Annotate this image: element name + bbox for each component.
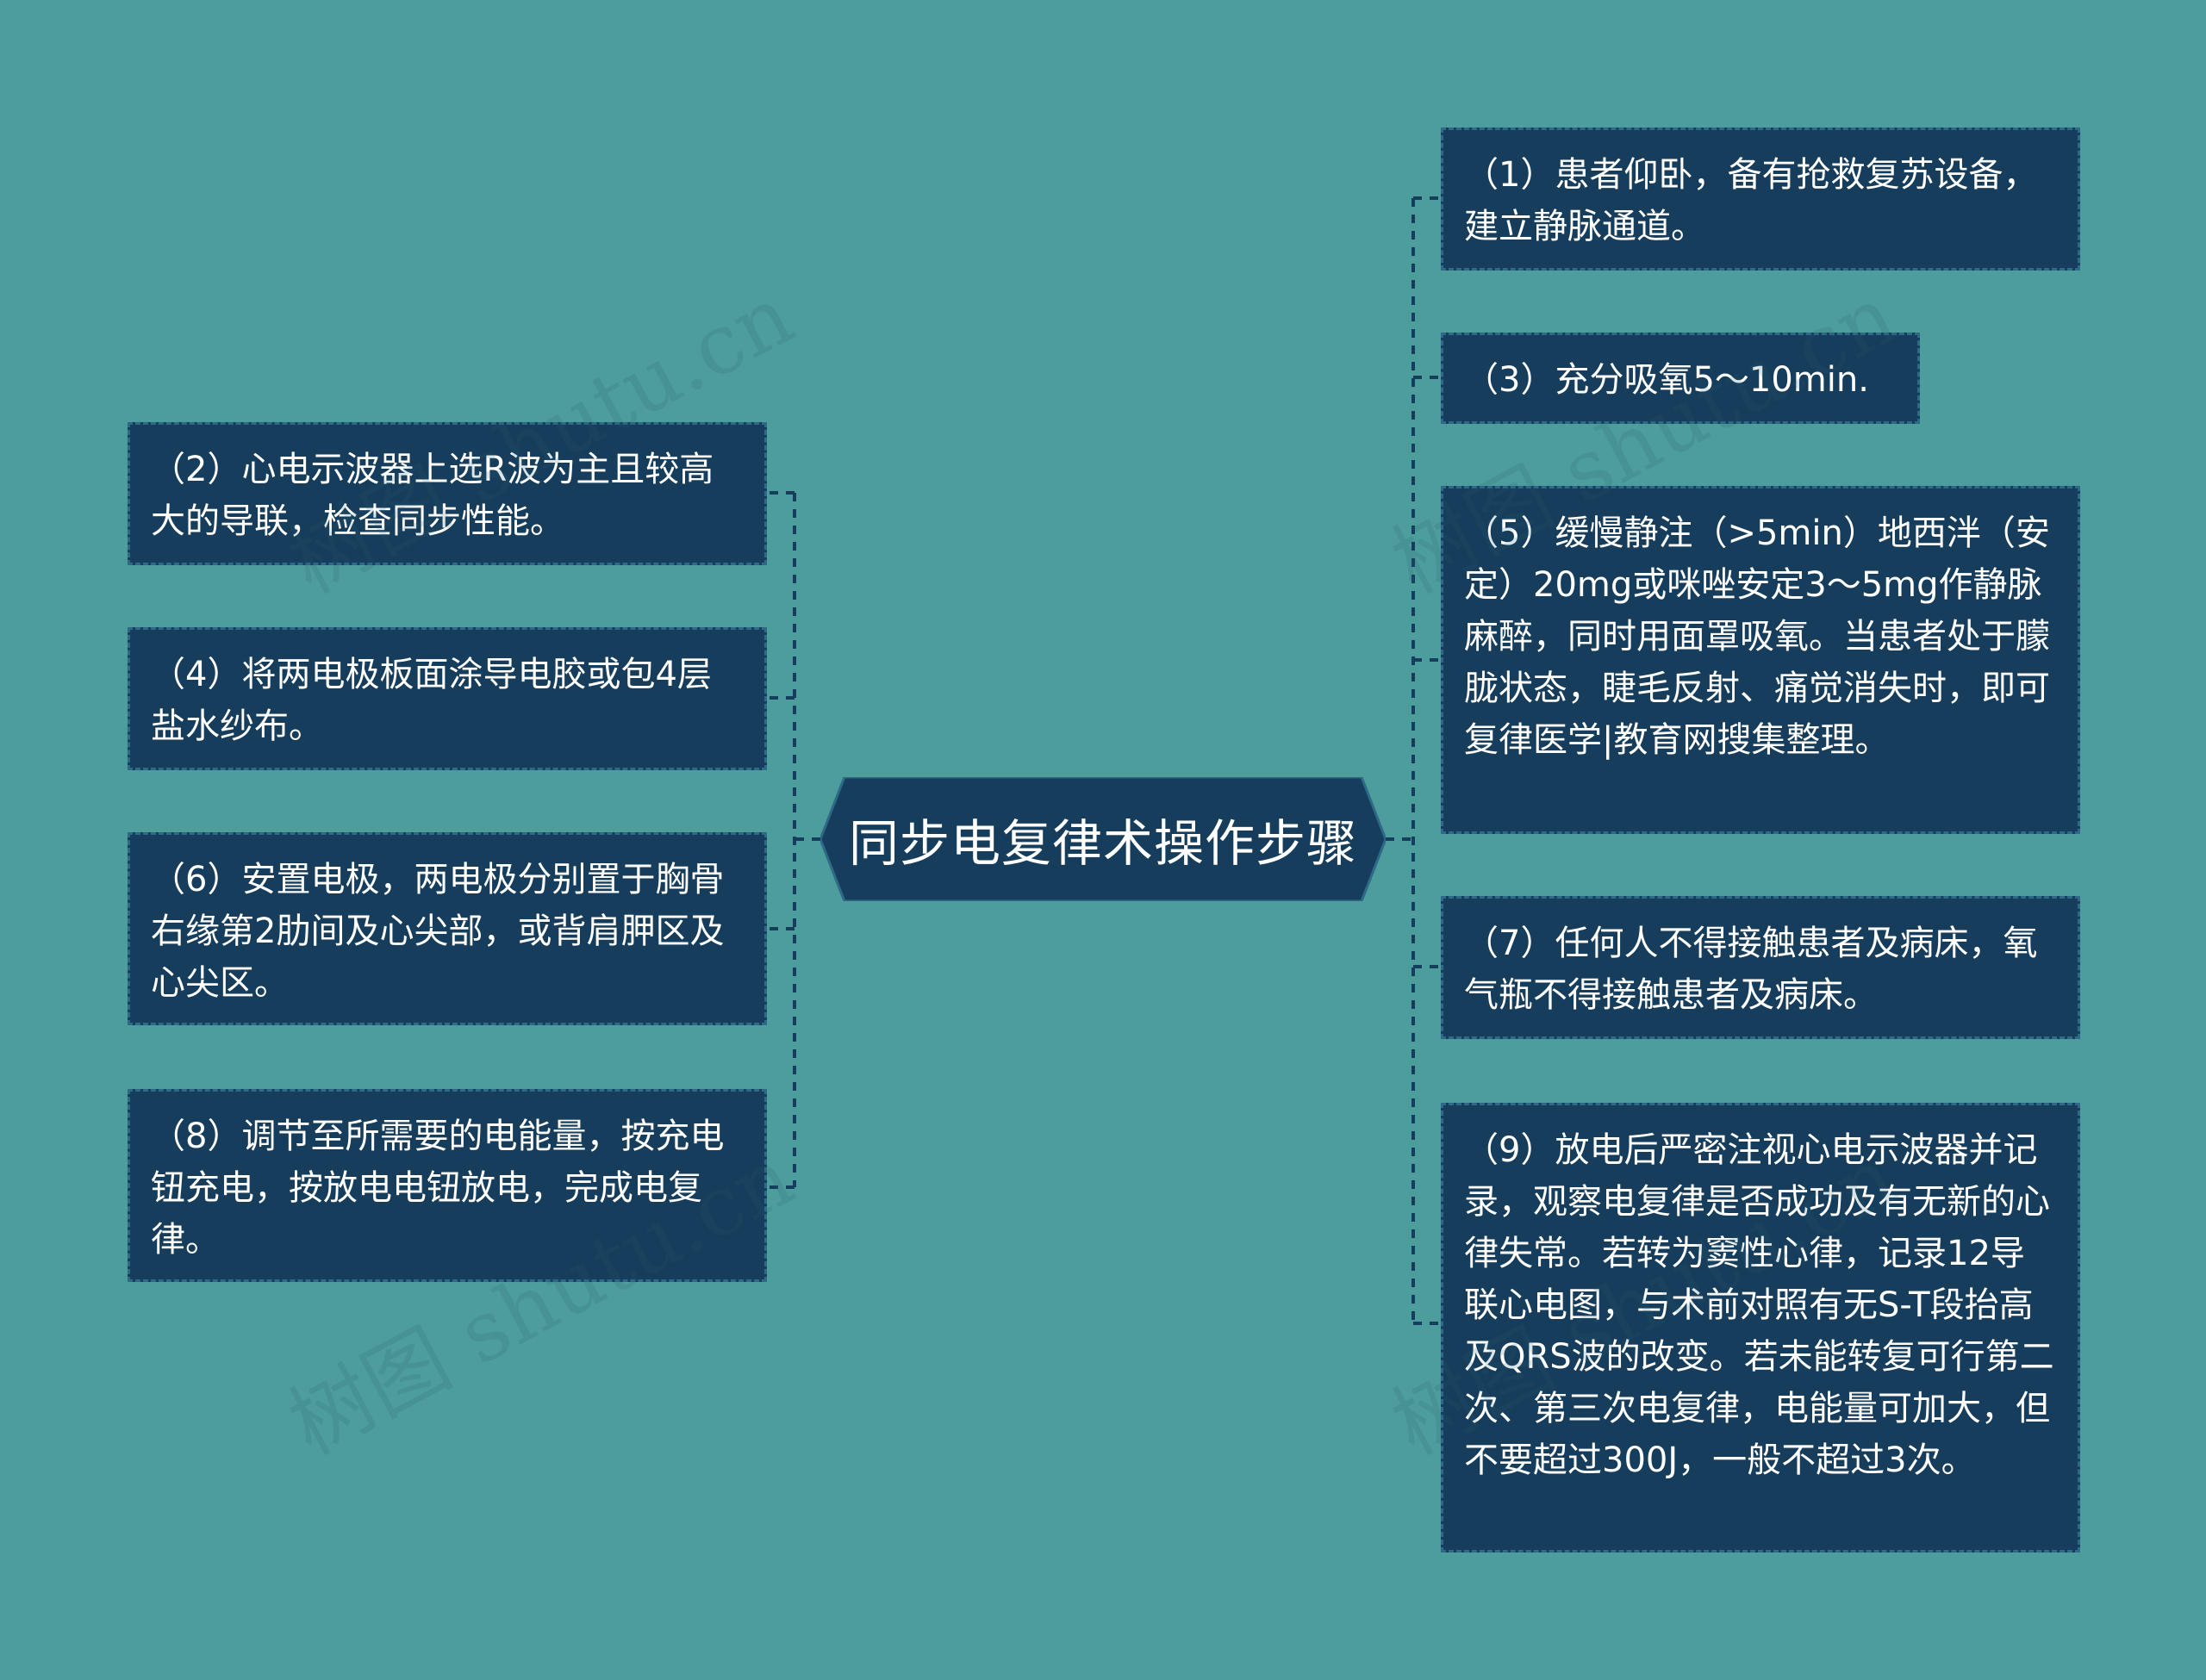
right-node-step-7-text: （7）任何人不得接触患者及病床，氧气瓶不得接触患者及病床。	[1464, 924, 2038, 1015]
right-node-step-9[interactable]: （9）放电后严密注视心电示波器并记录，观察电复律是否成功及有无新的心律失常。若转…	[1441, 1103, 2080, 1552]
right-node-step-7[interactable]: （7）任何人不得接触患者及病床，氧气瓶不得接触患者及病床。	[1441, 896, 2080, 1039]
right-node-step-1-text: （1）患者仰卧，备有抢救复苏设备，建立静脉通道。	[1464, 155, 2038, 246]
root-node-shape	[820, 777, 1386, 901]
left-node-step-2-text: （2）心电示波器上选R波为主且较高大的导联，检查同步性能。	[151, 450, 714, 541]
right-node-step-9-text: （9）放电后严密注视心电示波器并记录，观察电复律是否成功及有无新的心律失常。若转…	[1464, 1130, 2054, 1480]
right-node-step-5[interactable]: （5）缓慢静注（>5min）地西泮（安定）20mg或咪唑安定3～5mg作静脉麻醉…	[1441, 486, 2080, 834]
left-node-step-2[interactable]: （2）心电示波器上选R波为主且较高大的导联，检查同步性能。	[128, 422, 767, 565]
left-node-step-4-text: （4）将两电极板面涂导电胶或包4层盐水纱布。	[151, 655, 712, 746]
root-node[interactable]: 同步电复律术操作步骤	[820, 777, 1386, 901]
right-node-step-1[interactable]: （1）患者仰卧，备有抢救复苏设备，建立静脉通道。	[1441, 128, 2080, 271]
left-node-step-6[interactable]: （6）安置电极，两电极分别置于胸骨右缘第2肋间及心尖部，或背肩胛区及心尖区。	[128, 832, 767, 1025]
left-node-step-6-text: （6）安置电极，两电极分别置于胸骨右缘第2肋间及心尖部，或背肩胛区及心尖区。	[151, 860, 725, 1003]
left-node-step-8[interactable]: （8）调节至所需要的电能量，按充电钮充电，按放电电钮放电，完成电复律。	[128, 1089, 767, 1282]
left-node-step-4[interactable]: （4）将两电极板面涂导电胶或包4层盐水纱布。	[128, 627, 767, 770]
right-node-step-5-text: （5）缓慢静注（>5min）地西泮（安定）20mg或咪唑安定3～5mg作静脉麻醉…	[1464, 513, 2050, 760]
right-node-step-3[interactable]: （3）充分吸氧5～10min.	[1441, 333, 1920, 424]
right-node-step-3-text: （3）充分吸氧5～10min.	[1464, 360, 1869, 400]
root-title: 同步电复律术操作步骤	[848, 814, 1357, 873]
left-node-step-8-text: （8）调节至所需要的电能量，按充电钮充电，按放电电钮放电，完成电复律。	[151, 1117, 725, 1260]
